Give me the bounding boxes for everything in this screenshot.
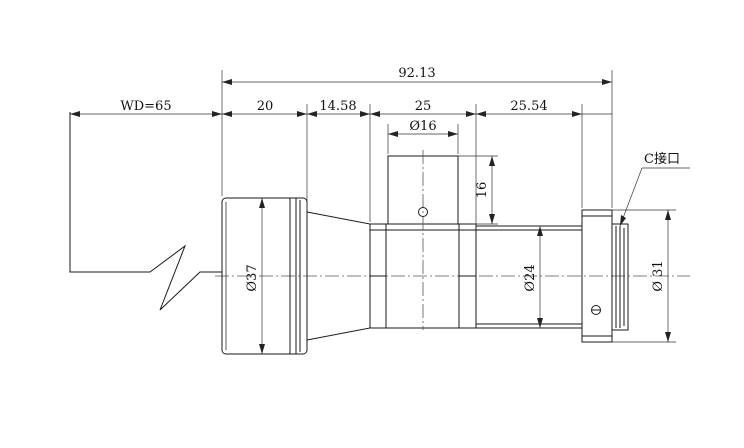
- mount-label: C接口: [644, 151, 680, 167]
- dim-mount-diameter: [612, 209, 676, 343]
- c-mount: [581, 209, 629, 343]
- dim-front-diameter: [259, 198, 265, 354]
- dim-front-label: 20: [257, 99, 274, 114]
- dim-body-diameter-label: Ø24: [523, 264, 538, 291]
- dim-prism-diameter: [387, 124, 459, 154]
- rear-tube: [475, 225, 583, 329]
- center-prism-block: [369, 150, 477, 330]
- dim-wd-label: WD=65: [120, 99, 171, 114]
- dim-taper-label: 14.58: [319, 99, 356, 114]
- dim-prism-height: [458, 155, 498, 225]
- mount-leader: [619, 167, 690, 227]
- dim-overall: [221, 70, 613, 208]
- dim-center-label: 25: [415, 99, 432, 114]
- dim-prism-diameter-label: Ø16: [409, 119, 436, 134]
- dim-front-diameter-label: Ø37: [245, 264, 260, 291]
- dim-row-2: [70, 104, 612, 224]
- dim-prism-height-label: 16: [475, 182, 490, 199]
- working-distance-break-line: [69, 112, 222, 311]
- dim-mount-diameter-label: Ø 31: [651, 260, 666, 291]
- dim-body-diameter: [537, 226, 543, 328]
- dim-overall-label: 92.13: [398, 66, 435, 81]
- dim-rear-label: 25.54: [510, 99, 547, 114]
